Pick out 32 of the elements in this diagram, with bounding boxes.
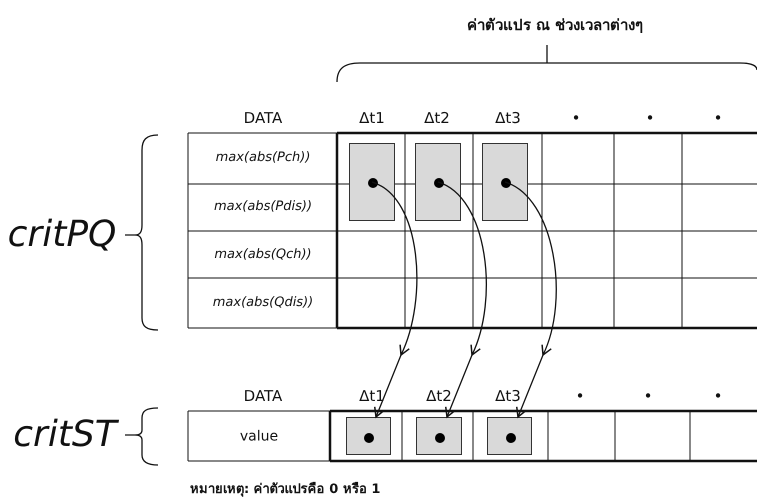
data-box xyxy=(416,417,462,455)
column-header: Δt3 xyxy=(495,388,521,404)
group-label: critST xyxy=(13,415,117,455)
column-header: Δt2 xyxy=(426,388,452,404)
data-box xyxy=(349,143,395,221)
row-label: max(abs(Pch)) xyxy=(216,150,310,166)
column-header: Δt3 xyxy=(495,110,521,126)
group-label: critPQ xyxy=(8,215,116,255)
column-header: Δt1 xyxy=(359,388,385,404)
data-box xyxy=(415,143,461,221)
ellipsis-dot: • xyxy=(646,110,654,126)
ellipsis-dot: • xyxy=(714,110,722,126)
arrow xyxy=(438,181,488,418)
column-header: Δt2 xyxy=(424,110,450,126)
ellipsis-dot: • xyxy=(644,388,652,404)
column-header: DATA xyxy=(244,110,282,126)
arrow xyxy=(372,181,418,418)
data-box xyxy=(487,417,532,455)
title: ค่าตัวแปร ณ ช่วงเวลาต่างๆ xyxy=(466,16,644,34)
ellipsis-dot: • xyxy=(572,110,580,126)
row-label: value xyxy=(240,429,278,445)
arrow xyxy=(504,181,557,418)
ellipsis-dot: • xyxy=(714,388,722,404)
ellipsis-dot: • xyxy=(576,388,584,404)
data-box xyxy=(346,417,391,455)
column-header: Δt1 xyxy=(359,110,385,126)
row-label: max(abs(Pdis)) xyxy=(214,200,312,214)
column-header: DATA xyxy=(244,388,282,404)
row-label: max(abs(Qch)) xyxy=(214,248,312,262)
row-label: max(abs(Qdis)) xyxy=(212,296,314,310)
data-box xyxy=(482,143,528,221)
footnote: หมายเหตุ: ค่าตัวแปรคือ 0 หรือ 1 xyxy=(190,482,380,498)
